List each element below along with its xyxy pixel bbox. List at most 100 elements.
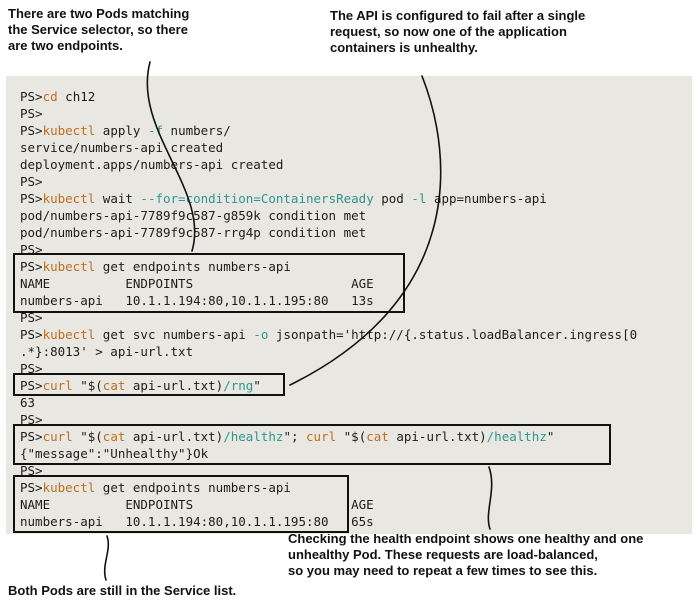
annotation-line: containers is unhealthy. — [330, 40, 478, 55]
text-token: PS> — [20, 174, 43, 189]
text-token: PS> — [20, 412, 43, 427]
command-token: kubectl — [42, 327, 96, 342]
text-token: PS> — [20, 327, 43, 342]
terminal-line: NAME ENDPOINTS AGE — [20, 496, 692, 513]
text-token: NAME ENDPOINTS AGE — [20, 276, 374, 291]
terminal-line: numbers-api 10.1.1.194:80,10.1.1.195:80 … — [20, 513, 692, 530]
text-token: NAME ENDPOINTS AGE — [20, 497, 374, 512]
command-token: kubectl — [42, 480, 96, 495]
terminal-line: numbers-api 10.1.1.194:80,10.1.1.195:80 … — [20, 292, 692, 309]
text-token: 63 — [20, 395, 36, 410]
text-token: "; — [283, 429, 307, 444]
terminal-line: PS>curl "$(cat api-url.txt)/healthz"; cu… — [20, 428, 692, 445]
terminal-line: pod/numbers-api-7789f9c587-rrg4p conditi… — [20, 224, 692, 241]
terminal-line: PS> — [20, 360, 692, 377]
text-token: deployment.apps/numbers-api created — [20, 157, 284, 172]
text-token: PS> — [20, 242, 43, 257]
text-token: jsonpath='http://{.status.loadBalancer.i… — [268, 327, 638, 342]
terminal-line: PS> — [20, 241, 692, 258]
text-token: {"message":"Unhealthy"}Ok — [20, 446, 209, 461]
annotation-line: The API is configured to fail after a si… — [330, 8, 586, 23]
text-token: get endpoints numbers-api — [95, 259, 291, 274]
terminal-line: PS>kubectl get endpoints numbers-api — [20, 258, 692, 275]
text-token: pod/numbers-api-7789f9c587-g859k conditi… — [20, 208, 367, 223]
annotation-bottom-left: Both Pods are still in the Service list. — [8, 583, 308, 599]
command-token: curl — [42, 429, 73, 444]
command-token: cat — [366, 429, 389, 444]
text-token: pod/numbers-api-7789f9c587-rrg4p conditi… — [20, 225, 367, 240]
terminal-line: PS>kubectl apply -f numbers/ — [20, 122, 692, 139]
annotation-line: are two endpoints. — [8, 38, 123, 53]
terminal-line: PS> — [20, 411, 692, 428]
terminal-line: {"message":"Unhealthy"}Ok — [20, 445, 692, 462]
terminal-line: 63 — [20, 394, 692, 411]
terminal-line: PS>kubectl wait --for=condition=Containe… — [20, 190, 692, 207]
text-token: .*}:8013' > api-url.txt — [20, 344, 194, 359]
annotation-line: There are two Pods matching — [8, 6, 190, 21]
command-token: kubectl — [42, 259, 96, 274]
terminal-line: pod/numbers-api-7789f9c587-g859k conditi… — [20, 207, 692, 224]
annotation-line: Checking the health endpoint shows one h… — [288, 531, 644, 546]
terminal-line: PS>kubectl get endpoints numbers-api — [20, 479, 692, 496]
text-token: apply — [95, 123, 148, 138]
annotation-bottom-right: Checking the health endpoint shows one h… — [288, 531, 692, 579]
annotation-top-left: There are two Pods matching the Service … — [8, 6, 258, 54]
text-token: numbers/ — [163, 123, 231, 138]
text-token: numbers-api 10.1.1.194:80,10.1.1.195:80 … — [20, 514, 374, 529]
annotation-line: request, so now one of the application — [330, 24, 567, 39]
text-token: PS> — [20, 89, 43, 104]
text-token: " — [253, 378, 261, 393]
terminal-line: PS> — [20, 462, 692, 479]
terminal-line: PS>kubectl get svc numbers-api -o jsonpa… — [20, 326, 692, 343]
terminal-line: PS>curl "$(cat api-url.txt)/rng" — [20, 377, 692, 394]
text-token: ch12 — [57, 89, 96, 104]
text-token: app=numbers-api — [426, 191, 547, 206]
text-token: PS> — [20, 106, 43, 121]
text-token: wait — [95, 191, 141, 206]
text-token: numbers-api 10.1.1.194:80,10.1.1.195:80 … — [20, 293, 374, 308]
text-token: PS> — [20, 191, 43, 206]
text-token: PS> — [20, 463, 43, 478]
text-token: pod — [373, 191, 412, 206]
highlight-token: --for=condition=ContainersReady — [140, 191, 374, 206]
terminal-line: .*}:8013' > api-url.txt — [20, 343, 692, 360]
annotation-line: so you may need to repeat a few times to… — [288, 563, 598, 578]
highlight-token: -o — [253, 327, 269, 342]
text-token: service/numbers-api created — [20, 140, 224, 155]
terminal-line: PS> — [20, 173, 692, 190]
text-token: PS> — [20, 361, 43, 376]
command-token: cat — [102, 378, 126, 393]
text-token: PS> — [20, 429, 43, 444]
terminal-line: PS>cd ch12 — [20, 88, 692, 105]
text-token: PS> — [20, 123, 43, 138]
text-token: api-url.txt) — [388, 429, 487, 444]
highlight-token: /healthz — [486, 429, 547, 444]
annotation-line: Both Pods are still in the Service list. — [8, 583, 237, 598]
highlight-token: -l — [411, 191, 427, 206]
text-token: PS> — [20, 310, 43, 325]
text-token: PS> — [20, 480, 43, 495]
text-token: "$( — [336, 429, 367, 444]
highlight-token: /healthz — [223, 429, 284, 444]
terminal-line: NAME ENDPOINTS AGE — [20, 275, 692, 292]
annotation-line: unhealthy Pod. These requests are load-b… — [288, 547, 598, 562]
terminal-line: deployment.apps/numbers-api created — [20, 156, 692, 173]
text-token: PS> — [20, 259, 43, 274]
text-token: get svc numbers-api — [95, 327, 254, 342]
terminal-line: PS> — [20, 309, 692, 326]
command-token: cd — [42, 89, 58, 104]
connector-bottom-left-to-second-endpoints-box — [103, 535, 110, 581]
text-token: "$( — [72, 378, 103, 393]
command-token: cat — [102, 429, 126, 444]
highlight-token: /rng — [223, 378, 254, 393]
text-token: get endpoints numbers-api — [95, 480, 291, 495]
text-token: "$( — [72, 429, 103, 444]
annotation-top-right: The API is configured to fail after a si… — [330, 8, 670, 56]
command-token: kubectl — [42, 191, 96, 206]
text-token: api-url.txt) — [125, 429, 224, 444]
text-token: " — [546, 429, 555, 444]
text-token: PS> — [20, 378, 43, 393]
annotation-line: the Service selector, so there — [8, 22, 188, 37]
